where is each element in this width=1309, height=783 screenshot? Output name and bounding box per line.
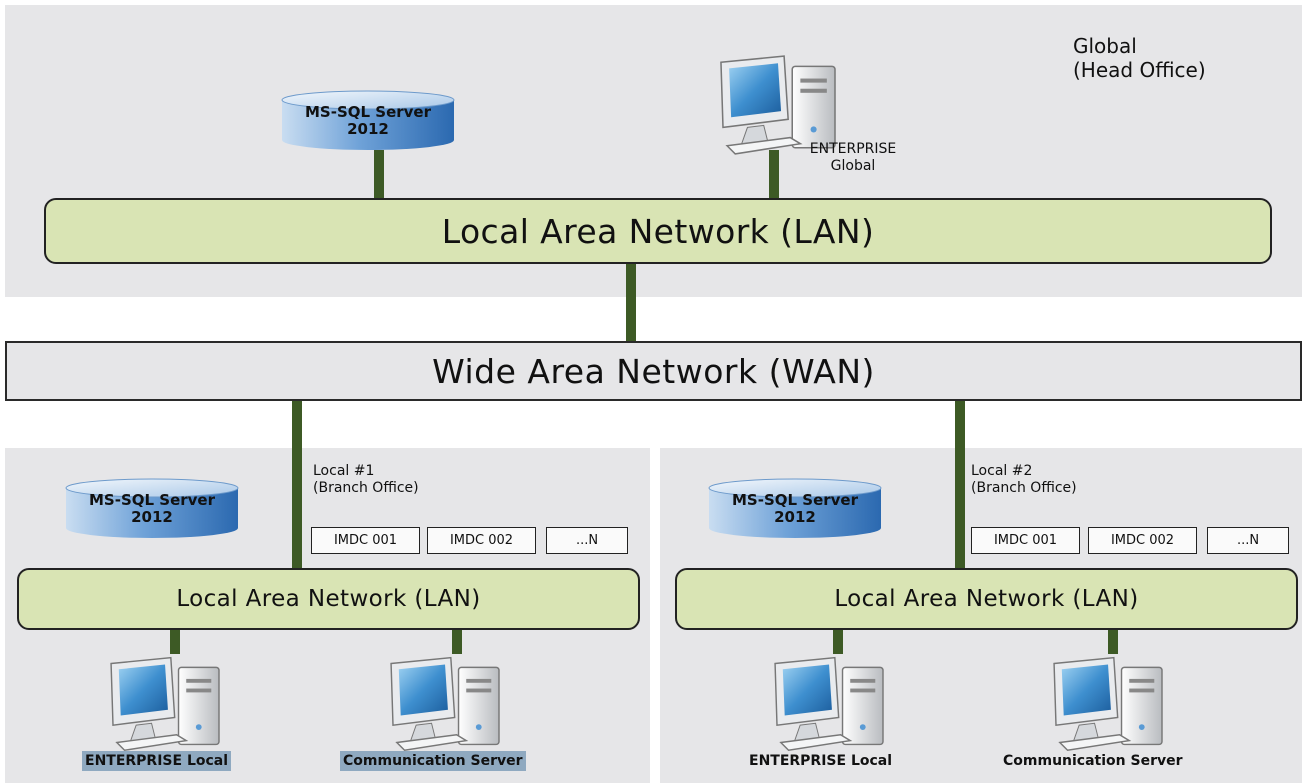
link-wan-branch-2 bbox=[955, 401, 965, 569]
branch-1-device-n: ...N bbox=[546, 527, 628, 554]
branch-1-device-1: IMDC 001 bbox=[311, 527, 420, 554]
link-branch-1-lan-enterprise bbox=[170, 628, 180, 654]
branch-1-communication-server-label: Communication Server bbox=[340, 751, 526, 771]
database-icon bbox=[65, 478, 239, 538]
link-global-lan-wan bbox=[626, 262, 636, 342]
database-icon bbox=[281, 90, 455, 150]
branch-2-communication-server-icon bbox=[1053, 656, 1163, 751]
branch-1-enterprise-workstation-icon bbox=[110, 656, 220, 751]
branch-1-title: Local #1 (Branch Office) bbox=[313, 463, 419, 496]
global-zone-label: Global (Head Office) bbox=[1073, 34, 1206, 82]
branch-2-database: MS-SQL Server 2012 bbox=[705, 478, 885, 540]
link-branch-1-lan-comm bbox=[452, 628, 462, 654]
wan: Wide Area Network (WAN) bbox=[5, 341, 1302, 401]
branch-2-enterprise-workstation-icon bbox=[774, 656, 884, 751]
link-global-workstation-lan bbox=[769, 150, 779, 200]
branch-2-device-2: IMDC 002 bbox=[1088, 527, 1197, 554]
branch-1-device-2: IMDC 002 bbox=[427, 527, 536, 554]
link-branch-2-lan-enterprise bbox=[833, 628, 843, 654]
branch-2-device-n: ...N bbox=[1207, 527, 1289, 554]
branch-2-device-1: IMDC 001 bbox=[971, 527, 1080, 554]
branch-2-communication-server-label: Communication Server bbox=[1003, 753, 1183, 769]
link-global-db-lan bbox=[374, 150, 384, 200]
branch-2-title: Local #2 (Branch Office) bbox=[971, 463, 1077, 496]
branch-1-database: MS-SQL Server 2012 bbox=[62, 478, 242, 540]
link-branch-2-lan-comm bbox=[1108, 628, 1118, 654]
global-workstation-label: ENTERPRISE Global bbox=[809, 141, 897, 174]
branch-1-communication-server-icon bbox=[390, 656, 500, 751]
database-icon bbox=[708, 478, 882, 538]
link-wan-branch-1 bbox=[292, 401, 302, 569]
branch-1-enterprise-label: ENTERPRISE Local bbox=[82, 751, 232, 771]
branch-2-enterprise-label: ENTERPRISE Local bbox=[749, 753, 893, 769]
global-database: MS-SQL Server 2012 bbox=[278, 90, 458, 152]
branch-1-lan: Local Area Network (LAN) bbox=[17, 568, 640, 630]
branch-2-lan: Local Area Network (LAN) bbox=[675, 568, 1298, 630]
global-lan: Local Area Network (LAN) bbox=[44, 198, 1272, 264]
